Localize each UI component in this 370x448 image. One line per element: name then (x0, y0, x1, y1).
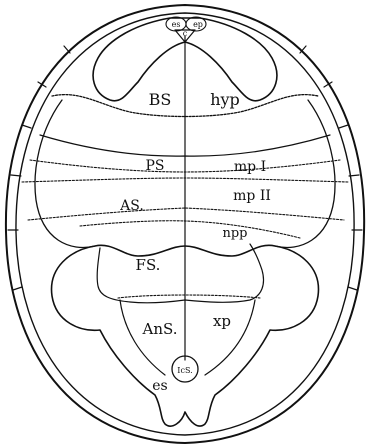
label-as: AS. (119, 198, 144, 214)
label-ans: AnS. (141, 320, 177, 338)
label-es-bottom: es (152, 378, 167, 394)
label-ep: ep (193, 20, 203, 29)
mp2-seam (28, 208, 344, 220)
bridge-front-outline-right (275, 100, 335, 247)
label-npp: npp (222, 226, 247, 241)
label-mp2: mp II (233, 188, 271, 204)
label-ics: IcS. (177, 366, 192, 375)
as-lower-seam (80, 221, 300, 238)
label-hyp: hyp (210, 90, 240, 109)
label-fs: FS. (136, 256, 161, 274)
label-es-top: es (172, 20, 181, 29)
fs-outline (97, 244, 263, 303)
label-mp1: mp I (234, 159, 266, 175)
label-xp: xp (213, 312, 231, 330)
ans-upper-seam (118, 295, 260, 298)
label-c: c (183, 29, 188, 38)
label-bs: BS (149, 90, 172, 109)
label-ps: PS (145, 158, 164, 174)
